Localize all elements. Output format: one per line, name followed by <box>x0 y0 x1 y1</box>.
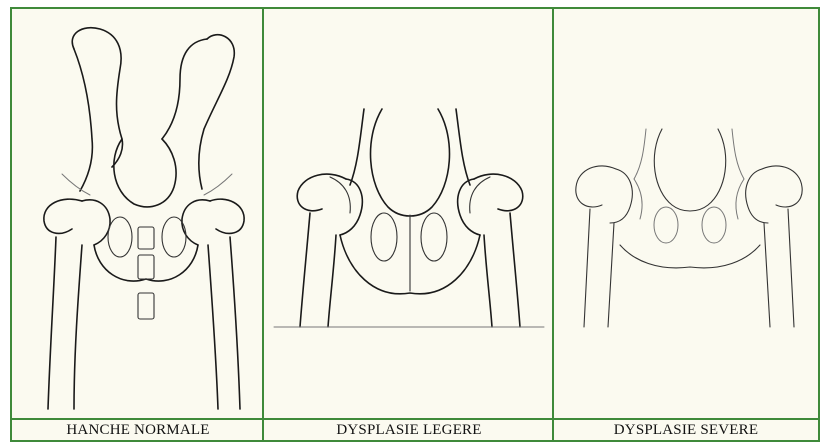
panel-severe-dysplasia <box>554 9 818 440</box>
panel-mild-dysplasia <box>264 9 554 440</box>
severe-dysplasia-hip-icon <box>554 9 818 418</box>
caption-normal-hip: HANCHE NORMALE <box>12 421 264 441</box>
caption-mild-dysplasia: DYSPLASIE LEGERE <box>264 421 554 441</box>
mild-dysplasia-hip-icon <box>264 9 554 418</box>
panel-normal-hip <box>12 9 264 440</box>
hip-dysplasia-figure: HANCHE NORMALE DYSPLASIE LEGERE DYSPLASI… <box>10 7 820 442</box>
normal-hip-icon <box>12 9 264 418</box>
caption-severe-dysplasia: DYSPLASIE SEVERE <box>554 421 818 441</box>
